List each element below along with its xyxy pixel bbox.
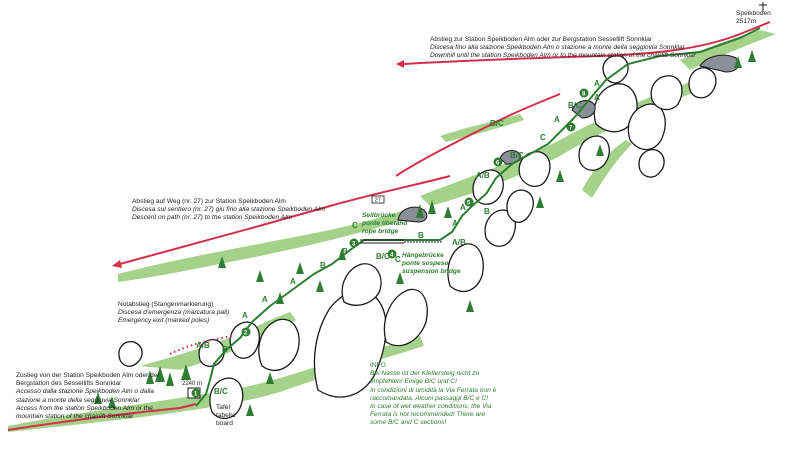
info-line: In case of wet weather conditions, the V… xyxy=(370,403,492,411)
descent-top-de: Abstieg zur Station Speikboden Alm oder … xyxy=(430,36,653,43)
suspension-bridge-label: Hängebrücke ponte sospeso suspension bri… xyxy=(402,252,461,277)
path-sign xyxy=(371,195,385,204)
descent-top-text: Abstieg zur Station Speikboden Alm oder … xyxy=(430,36,696,61)
path-sign-label: 27 xyxy=(375,198,381,204)
rock-formations xyxy=(118,55,717,419)
waypoint-3: 3 xyxy=(352,242,356,248)
grade-label: A xyxy=(554,115,560,124)
access-en-1: Access from the station Speikboden Alm o… xyxy=(16,404,153,412)
waypoint-5: 5 xyxy=(467,201,471,207)
access-it-1: Accesso dalla stazione Speikboden Alm o … xyxy=(16,388,154,396)
grade-label: A xyxy=(290,277,296,286)
grade-label: B xyxy=(484,207,490,216)
access-de-2: Bergstation des Sessellifts Sonnklar xyxy=(16,380,122,388)
summit-name: Speikboden xyxy=(736,10,771,17)
descent-paths xyxy=(7,21,771,431)
info-line: raccomandata. Alcuni passaggi B/C e C! xyxy=(370,394,489,402)
summit-label: Speikboden 2517m xyxy=(736,10,771,26)
rope-bridge-label: Seilbrücke ponte tibetano rope bridge xyxy=(362,212,407,237)
grade-label: A xyxy=(262,295,268,304)
access-it-2: stazione a monte della seggiovia Sonnkla… xyxy=(16,396,140,404)
emergency-exit-path xyxy=(169,335,233,355)
descent-top-it: Discesa fino alla stazione Speikboden Al… xyxy=(430,44,685,52)
grade-label: A xyxy=(460,203,466,212)
grade-label: B/C xyxy=(510,151,524,160)
grade-label: C xyxy=(395,255,401,264)
rope-bridge-it: ponte tibetano xyxy=(362,220,408,228)
grade-label: A/B xyxy=(196,341,210,350)
board-de: Tafel xyxy=(216,404,230,411)
grade-label: A xyxy=(452,219,458,228)
info-line: empfehlen! Einige B/C und C! xyxy=(370,378,457,386)
descent-path-en: Descent on path (nr. 27) to the station … xyxy=(132,214,293,222)
grade-label: B xyxy=(222,345,228,354)
grade-label: C xyxy=(352,221,358,230)
grade-label: A xyxy=(594,93,600,102)
grade-label: B xyxy=(342,247,348,256)
emergency-exit-de: Notabstieg (Stangenmarkierung) xyxy=(118,301,214,308)
descent-arrows xyxy=(112,60,404,268)
grade-labels: B/C B A/B A A A B B B B/C C C A/B A B A/… xyxy=(196,79,600,396)
info-line: Ferrata is not recommended! There are xyxy=(370,411,486,419)
waypoint-6: 6 xyxy=(496,161,500,167)
rope-bridge-en: rope bridge xyxy=(362,228,399,236)
grade-label: A xyxy=(594,79,600,88)
info-line: Bei Nässe ist der Klettersteig nicht zu xyxy=(370,370,480,378)
info-title: INFO xyxy=(370,362,386,369)
trees xyxy=(94,50,756,416)
info-line: In condizioni di umidità la Via Ferrata … xyxy=(370,386,497,394)
emergency-exit-text: Notabstieg (Stangenmarkierung) Discesa d… xyxy=(118,301,229,326)
board-it: tabella xyxy=(216,412,236,420)
access-en-2: mountain station of the chairlift Sonnkl… xyxy=(16,413,134,421)
bridges xyxy=(360,239,442,244)
waypoint-4: 4 xyxy=(390,253,394,259)
descent-path-text: Abstieg auf Weg (nr. 27) zur Station Spe… xyxy=(132,198,325,223)
grade-label: B xyxy=(418,231,424,240)
suspension-bridge-de: Hängebrücke xyxy=(402,252,444,259)
grade-label: A/B xyxy=(476,171,490,180)
waypoint-7: 7 xyxy=(569,126,573,132)
grade-label: B/C xyxy=(214,387,228,396)
waypoint-1: 1 xyxy=(194,392,198,398)
emergency-exit-it: Discesa d'emergenza (marcatura pali) xyxy=(118,309,230,317)
grade-label: C xyxy=(540,133,546,142)
waypoint-8: 8 xyxy=(582,92,586,98)
start-altitude: 2240 m xyxy=(182,381,203,387)
grade-label: B/C xyxy=(568,101,582,110)
rope-bridge-de: Seilbrücke xyxy=(362,212,396,219)
suspension-bridge-it: ponte sospeso xyxy=(402,260,449,268)
grade-label: B/C xyxy=(490,119,504,128)
summit-altitude: 2517m xyxy=(736,18,757,26)
descent-path-de: Abstieg auf Weg (nr. 27) zur Station Spe… xyxy=(132,198,286,205)
access-de-1: Zustieg von der Station Speikboden Alm o… xyxy=(16,372,160,379)
board-label: Tafel tabella board xyxy=(216,404,235,429)
grade-label: A xyxy=(242,311,248,320)
waypoint-2: 2 xyxy=(244,331,248,337)
info-line: some B/C and C sections! xyxy=(370,419,447,427)
info-box: INFO Bei Nässe ist der Klettersteig nich… xyxy=(370,362,496,428)
suspension-bridge-en: suspension bridge xyxy=(402,268,461,276)
board-en: board xyxy=(216,420,233,428)
descent-top-en: Downhill until the station Speikboden Al… xyxy=(430,52,696,60)
access-text: Zustieg von der Station Speikboden Alm o… xyxy=(16,372,160,421)
grade-label: B/C xyxy=(376,252,390,261)
emergency-exit-en: Emergency exit (marked poles) xyxy=(118,317,210,325)
waypoints: 1 2 3 4 5 6 7 8 xyxy=(191,88,589,398)
grade-label: A/B xyxy=(452,238,466,247)
grade-label: B xyxy=(320,261,326,270)
descent-path-it: Discesa sul sentiero (nr. 27) giù fino a… xyxy=(132,206,326,214)
